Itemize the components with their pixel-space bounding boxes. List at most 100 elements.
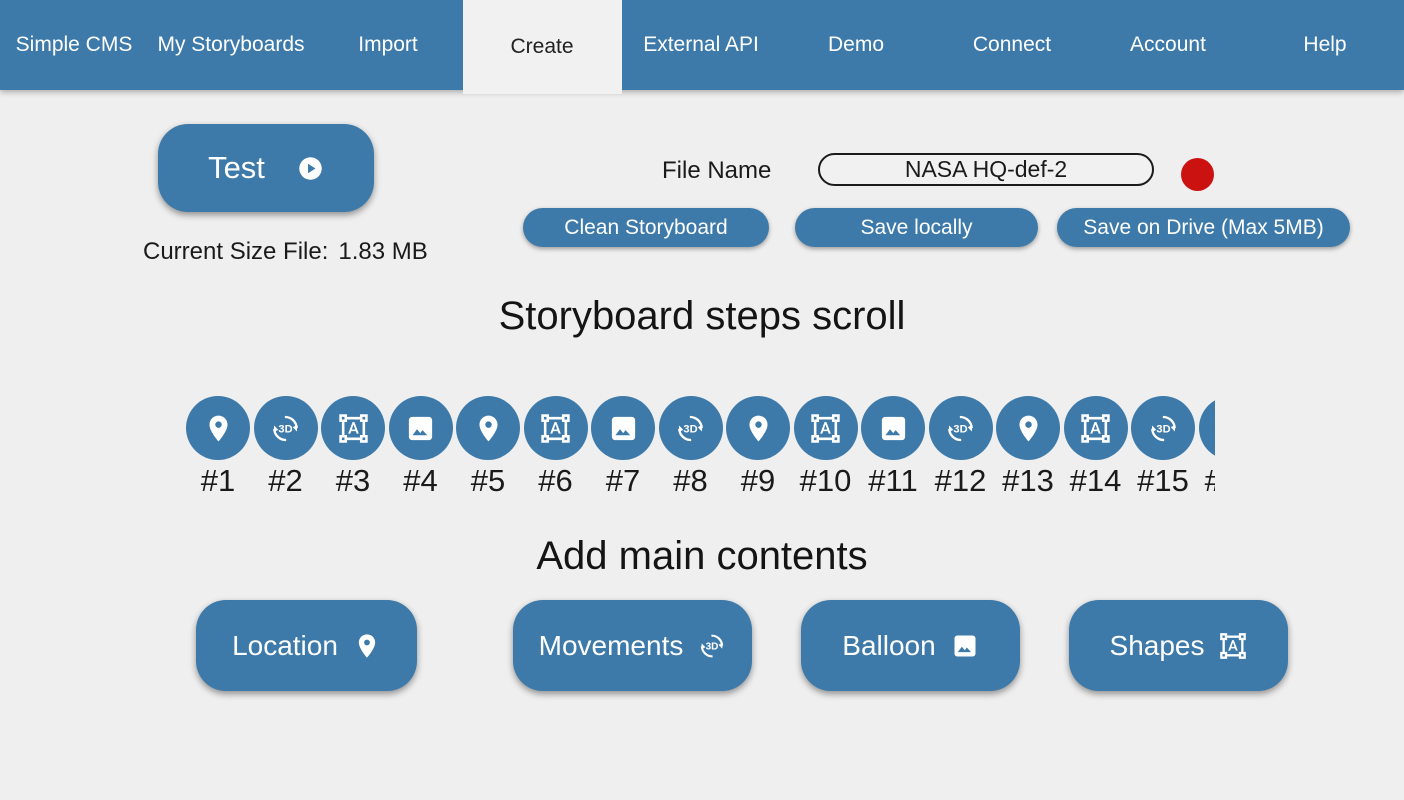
step-label: #6 (538, 463, 573, 498)
file-name-input[interactable] (818, 153, 1154, 186)
svg-text:3D: 3D (1156, 423, 1170, 435)
file-name-label: File Name (662, 157, 772, 184)
test-button-label: Test (208, 150, 265, 185)
step-button-12[interactable]: 3D (928, 396, 993, 460)
location-pin-icon (743, 413, 774, 444)
step-button-7[interactable] (591, 396, 655, 460)
step-button-15[interactable]: 3D (1131, 396, 1195, 460)
nav-item-simple-cms[interactable]: Simple CMS (16, 0, 133, 90)
add-main-contents-heading: Add main contents (536, 534, 868, 578)
nav-item-help[interactable]: Help (1303, 0, 1346, 90)
nav-item-label: My Storyboards (157, 33, 305, 56)
storyboard-steps-scroll-area[interactable]: #1 3D#2 #3 #4 #5 #6 #7 3D #8 #9 #10 #11 3D #12 #13 #14 3… (186, 396, 1215, 500)
nav-item-label: External API (643, 33, 759, 56)
step-label: #10 (799, 463, 852, 498)
storyboard-step-13: #13 (996, 396, 1060, 499)
storyboard-step-2: 3D#2 (253, 396, 318, 499)
nav-item-my-storyboards[interactable]: My Storyboards (157, 0, 304, 90)
nav-item-label: Simple CMS (15, 33, 133, 56)
storyboard-step-11: #11 (861, 396, 925, 499)
location-pin-icon (473, 413, 504, 444)
storyboard-step-12: 3D #12 (928, 396, 993, 499)
storyboard-step-6: #6 (523, 396, 588, 499)
step-button-6[interactable] (523, 396, 588, 460)
image-icon (405, 413, 436, 444)
step-label: #5 (470, 463, 506, 498)
step-label: #8 (673, 463, 708, 498)
step-button-11[interactable] (861, 396, 925, 460)
nav-item-label: Import (358, 33, 418, 56)
step-label: #16 (1199, 463, 1215, 499)
nav-item-demo[interactable]: Demo (828, 0, 884, 90)
main-content: Test Current Size File:1.83 MB File Name… (0, 90, 1404, 800)
current-size-value: 1.83 MB (338, 238, 428, 265)
red-status-dot (1181, 158, 1214, 191)
step-button-2[interactable]: 3D (253, 396, 318, 460)
nav-item-external-api[interactable]: External API (643, 0, 759, 90)
svg-text:3D: 3D (953, 423, 967, 435)
svg-text:3D: 3D (278, 423, 292, 435)
nav-item-import[interactable]: Import (358, 0, 418, 90)
step-button-8[interactable]: 3D (658, 396, 723, 460)
3d-rotation-icon: 3D (270, 413, 301, 444)
storyboard-step-7: #7 (591, 396, 655, 499)
storyboard-steps-row: #1 3D#2 #3 #4 #5 #6 #7 3D #8 #9 #10 #11 3D #12 #13 #14 3… (186, 396, 1215, 499)
step-label: #1 (200, 463, 236, 498)
save-on-drive-button[interactable]: Save on Drive (Max 5MB) (1057, 208, 1350, 247)
step-label: #7 (605, 463, 641, 498)
format-shapes-icon (1219, 632, 1247, 660)
movements-button-label: Movements (538, 629, 684, 661)
format-shapes-icon (338, 413, 369, 444)
svg-text:3D: 3D (683, 423, 697, 435)
3d-rotation-icon: 3D (698, 632, 726, 660)
step-button-1[interactable] (186, 396, 250, 460)
save-locally-button[interactable]: Save locally (795, 208, 1038, 247)
storyboard-step-9: #9 (726, 396, 790, 499)
shapes-button[interactable]: Shapes (1069, 600, 1288, 691)
step-label: #12 (934, 463, 987, 498)
step-button-16[interactable] (1198, 396, 1215, 460)
nav-item-label: Account (1130, 33, 1206, 56)
step-button-4[interactable] (388, 396, 453, 460)
balloon-button[interactable]: Balloon (801, 600, 1020, 691)
movements-button[interactable]: Movements 3D (513, 600, 752, 691)
step-label: #9 (740, 463, 776, 498)
image-icon (878, 413, 909, 444)
step-label: #13 (1002, 463, 1054, 498)
storyboard-step-1: #1 (186, 396, 250, 499)
step-label: #3 (335, 463, 371, 498)
play-circle-icon (297, 155, 324, 182)
step-button-5[interactable] (456, 396, 520, 460)
step-button-9[interactable] (726, 396, 790, 460)
location-button-label: Location (232, 629, 338, 661)
balloon-button-label: Balloon (842, 629, 936, 661)
format-shapes-icon (1080, 413, 1111, 444)
clean-storyboard-button[interactable]: Clean Storyboard (523, 208, 769, 247)
storyboard-step-16: #16 (1198, 396, 1215, 499)
storyboard-step-14: #14 (1063, 396, 1128, 499)
test-button[interactable]: Test (158, 124, 374, 212)
step-label: #14 (1069, 463, 1122, 498)
step-button-3[interactable] (321, 396, 385, 460)
storyboard-step-10: #10 (793, 396, 858, 499)
location-pin-icon (1013, 413, 1044, 444)
format-shapes-icon (540, 413, 571, 444)
storyboard-step-3: #3 (321, 396, 385, 499)
3d-rotation-icon: 3D (675, 413, 706, 444)
nav-item-account[interactable]: Account (1130, 0, 1206, 90)
step-label: #15 (1137, 463, 1189, 498)
step-button-13[interactable] (996, 396, 1060, 460)
nav-item-connect[interactable]: Connect (973, 0, 1051, 90)
location-button[interactable]: Location (196, 600, 417, 691)
3d-rotation-icon: 3D (1148, 413, 1179, 444)
nav-item-label: Help (1303, 33, 1347, 56)
current-size-text: Current Size File:1.83 MB (143, 238, 428, 266)
step-button-14[interactable] (1063, 396, 1128, 460)
image-icon (608, 413, 639, 444)
step-button-10[interactable] (793, 396, 858, 460)
storyboard-step-5: #5 (456, 396, 520, 499)
tab-create[interactable]: Create (462, 0, 622, 94)
storyboard-steps-heading: Storyboard steps scroll (498, 294, 906, 338)
storyboard-step-4: #4 (388, 396, 453, 499)
svg-text:3D: 3D (706, 641, 719, 652)
